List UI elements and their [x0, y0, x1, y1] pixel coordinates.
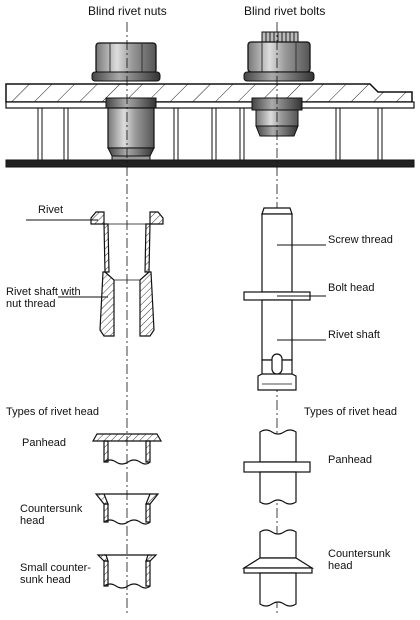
panhead-bolt-icon	[243, 429, 311, 505]
right-head-types	[241, 429, 315, 607]
nut-flange-icon	[105, 97, 157, 109]
nut-bulge-icon	[107, 147, 155, 157]
label-left-panhead: Panhead	[22, 437, 67, 449]
header-blind-rivet-bolts: Blind rivet bolts	[244, 4, 326, 18]
countersunk-bolt-icon	[241, 529, 315, 607]
honeycomb-core	[6, 107, 414, 161]
label-bolt-head: Bolt head	[328, 282, 375, 294]
upper-skin	[5, 101, 415, 109]
nut-body-icon	[107, 107, 155, 149]
left-types-title: Types of rivet head	[6, 406, 99, 418]
label-right-panhead: Panhead	[328, 454, 373, 466]
rivet-bolt-section	[243, 207, 311, 391]
label-rivet: Rivet	[38, 204, 64, 216]
bolt-thread-icon	[261, 31, 299, 43]
top-sheet	[5, 83, 413, 103]
washer-icon	[91, 71, 161, 82]
right-types-title: Types of rivet head	[304, 406, 397, 418]
header-blind-rivet-nuts: Blind rivet nuts	[88, 4, 167, 18]
small-countersunk-nut-icon	[96, 554, 158, 589]
panhead-nut-icon	[91, 433, 163, 465]
label-left-countersunk: Countersunk head	[20, 503, 83, 527]
installed-rivet-bolt	[243, 31, 315, 137]
left-head-types	[91, 433, 163, 589]
bolt-washer-icon	[243, 71, 315, 82]
hex-bolt-head-icon	[95, 42, 157, 74]
hex-nut-icon	[247, 41, 311, 73]
label-screw-thread: Screw thread	[328, 234, 393, 246]
bottom-skin	[5, 159, 415, 168]
rivet-nut-section	[90, 211, 164, 337]
label-left-small-countersunk: Small counter- sunk head	[20, 562, 91, 586]
label-rivet-shaft: Rivet shaft	[328, 329, 380, 341]
installed-rivet-nut	[91, 42, 161, 161]
label-right-countersunk: Countersunk head	[328, 548, 391, 572]
label-rivet-shaft-nut-thread: Rivet shaft with nut thread	[6, 286, 81, 310]
leader-lines	[26, 219, 326, 341]
countersunk-nut-icon	[94, 493, 160, 525]
panel-assembly	[5, 83, 415, 168]
